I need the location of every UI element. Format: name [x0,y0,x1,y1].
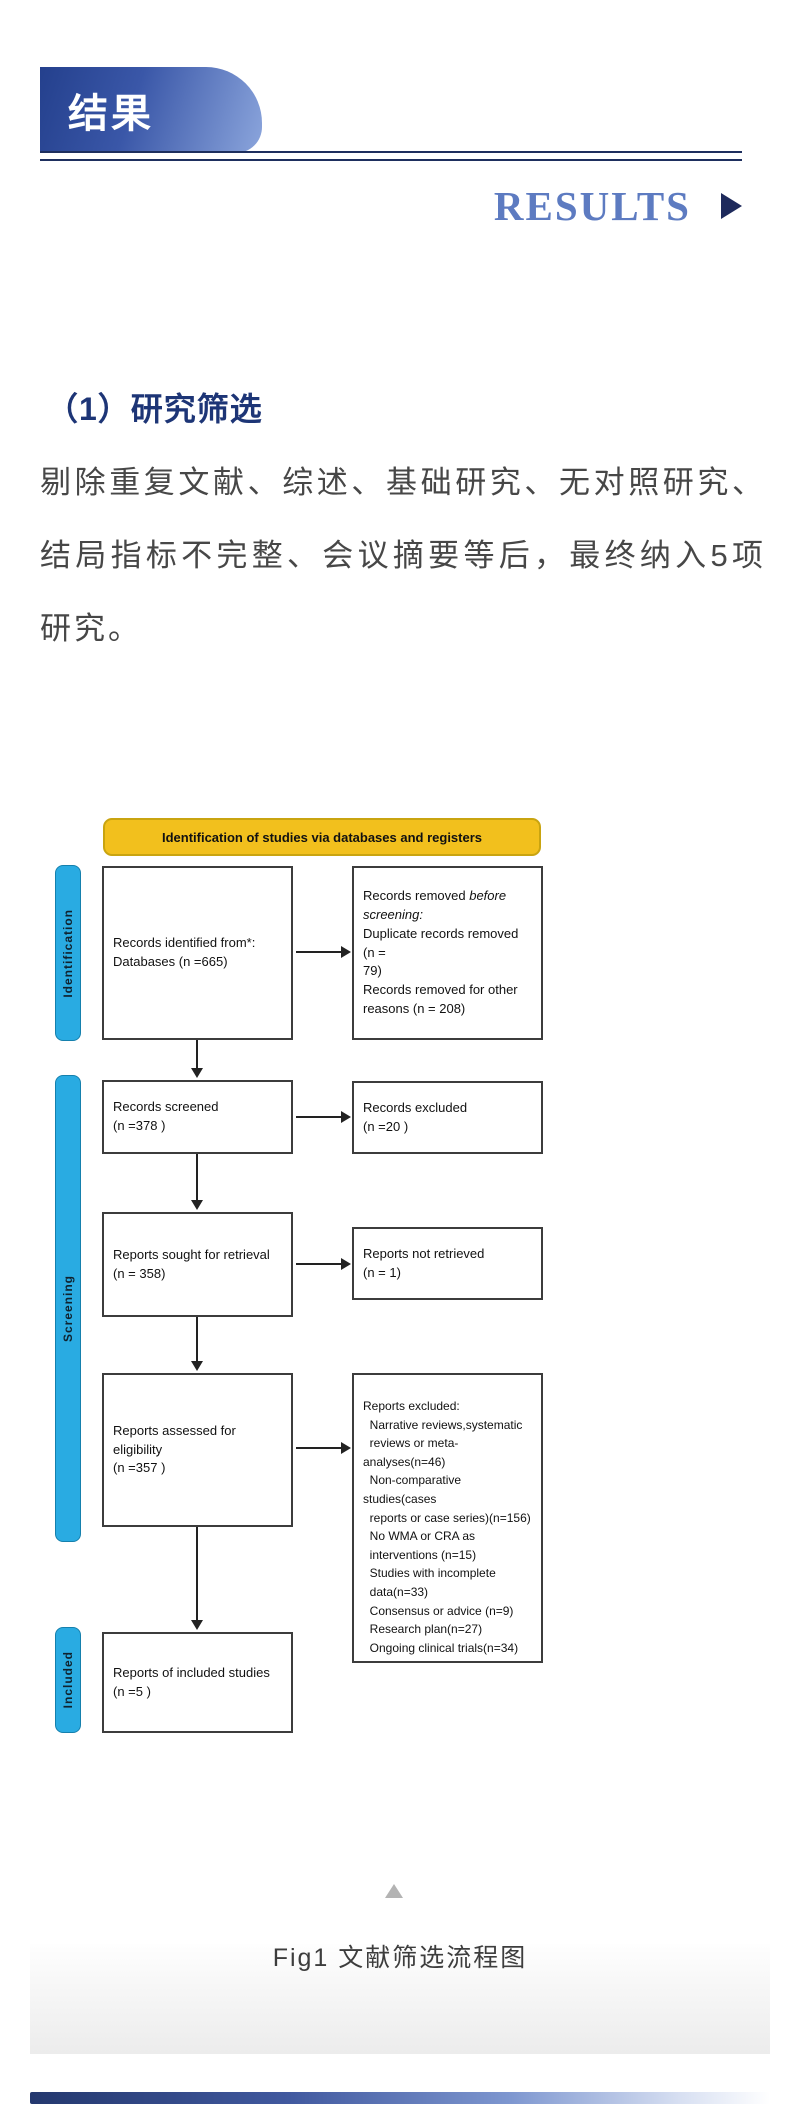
box-text-line: reviews or meta-analyses(n=46) [363,1436,459,1469]
box-text-line: Reports not retrieved [363,1245,485,1261]
figure-caption: Fig1 文献筛选流程图 [272,1944,528,1972]
box-text-line: Non-comparative studies(cases [363,1473,465,1506]
box-records-screened: Records screened (n =378 ) [102,1080,293,1154]
body-paragraph: 剔除重复文献、综述、基础研究、无对照研究、结局指标不完整、会议摘要等后，最终纳入… [40,465,766,646]
box-reports-assessed: Reports assessed for eligibility (n =357 … [102,1373,293,1527]
records-removed-rest: Duplicate records removed (n = 79) Records… [363,925,532,1019]
box-text-line: reasons (n = 208) [363,1001,466,1017]
stage-label-screening: Screening [55,1075,81,1542]
box-text-line: (n =20 ) [363,1118,409,1134]
records-removed-first-line: Records removed before screening: [363,888,510,922]
box-reports-sought: Reports sought for retrieval (n = 358) [102,1212,293,1317]
box-text-line: Records screened [113,1099,219,1115]
stage-label-included: Included [55,1627,81,1733]
arrow-down-4 [191,1527,203,1630]
box-text-line: Studies with incomplete [363,1566,496,1581]
box-text-line: data(n=33) [363,1584,429,1599]
box-text-line: (n = 358) [113,1265,166,1281]
box-text-line: Reports of included studies [113,1664,270,1680]
box-text-line: Research plan(n=27) [363,1622,483,1637]
box-text-line: Reports assessed for eligibility [113,1422,240,1457]
results-heading: RESULTS [493,183,691,229]
arrow-right-3 [296,1258,351,1270]
section-banner-title: 结果 [68,91,154,136]
box-text-line: No WMA or CRA as [363,1529,476,1544]
box-text-line: Records identified from*: [113,935,256,951]
box-text-line: (n = 1) [363,1264,401,1280]
box-reports-excluded: Reports excluded: Narrative reviews,syst… [352,1373,543,1663]
box-text-line: 79) [363,963,382,979]
box-text-line: Reports sought for retrieval [113,1246,270,1262]
diagram-title-banner: Identification of studies via databases … [103,818,541,856]
collapse-triangle-icon[interactable] [385,1884,403,1898]
arrow-right-1 [296,946,351,958]
box-text-line: Ongoing clinical trials(n=34) [363,1640,519,1655]
box-reports-included: Reports of included studies (n =5 ) [102,1632,293,1733]
box-text-line: Databases (n =665) [113,954,228,969]
subsection-heading: （1）研究筛选 [46,391,263,427]
footer-divider-bar [30,2092,770,2104]
results-heading-row: RESULTS [0,182,742,230]
box-text-line: Records removed for other [363,982,518,998]
arrow-down-1 [191,1040,203,1078]
box-reports-not-retrieved: Reports not retrieved (n = 1) [352,1227,543,1300]
arrow-down-2 [191,1154,203,1210]
box-records-excluded: Records excluded (n =20 ) [352,1081,543,1154]
section-banner: 结果 [40,67,262,153]
caption-background [30,1944,770,2054]
right-arrow-icon [721,193,742,219]
box-text-line: Duplicate records removed (n = [363,925,526,960]
box-text-line: (n =5 ) [113,1683,151,1699]
divider-line-bottom [40,159,742,161]
box-text-line: reports or case series)(n=156) [363,1510,531,1525]
box-text-line: (n =357 ) [113,1460,166,1476]
box-text-line: Records excluded [363,1099,468,1115]
box-records-identified: Records identified from*: Databases (n =6… [102,866,293,1040]
box-records-removed: Records removed before screening: Duplic… [352,866,543,1040]
box-text-line: Reports excluded: [363,1399,460,1413]
divider-line-top [40,151,742,153]
box-text-line: Narrative reviews,systematic [363,1417,523,1432]
box-text-line: (n =378 ) [113,1118,166,1133]
arrow-right-2 [296,1111,351,1123]
arrow-right-4 [296,1442,351,1454]
arrow-down-3 [191,1317,203,1371]
box-text-line: interventions (n=15) [363,1547,477,1562]
stage-label-identification: Identification [55,865,81,1041]
box-text-line: Consensus or advice (n=9) [363,1603,514,1618]
